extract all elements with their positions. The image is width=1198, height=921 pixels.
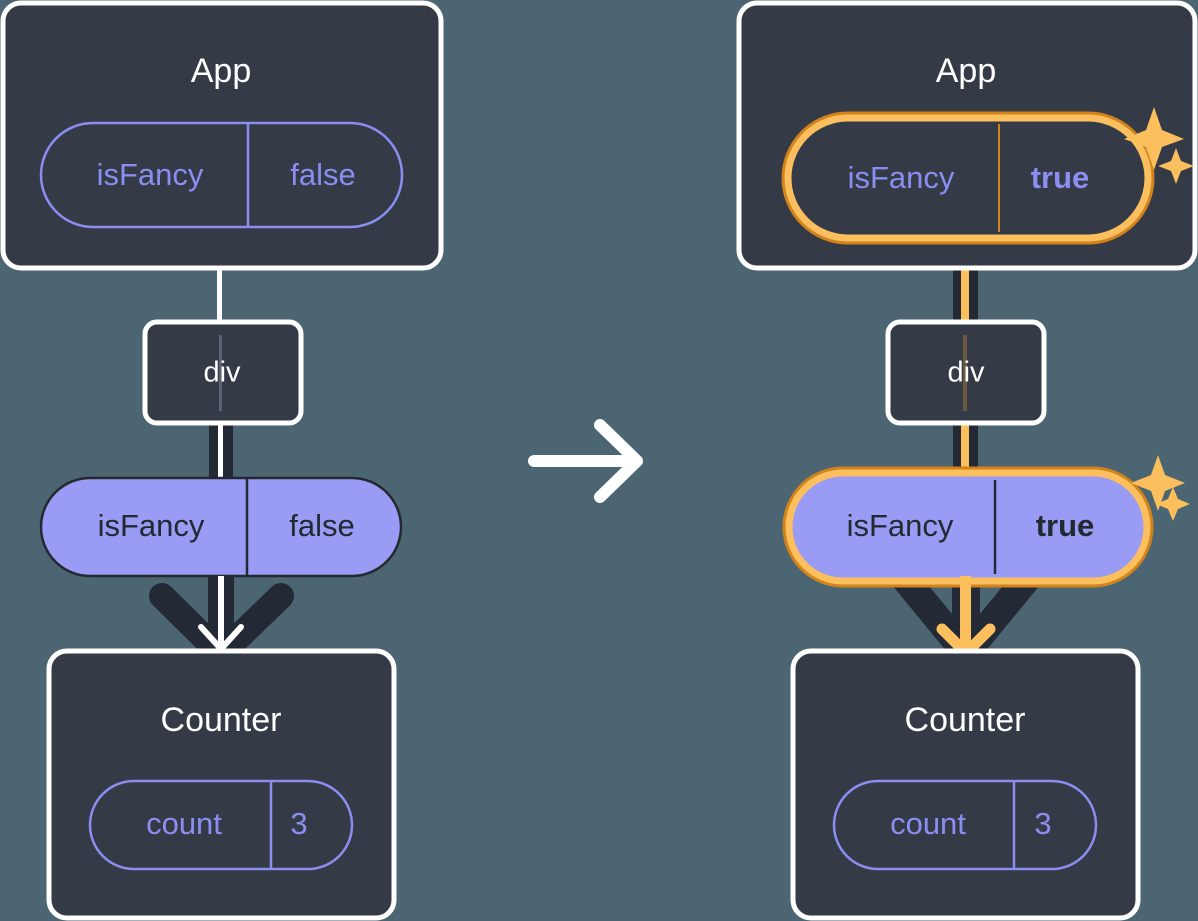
counter-box-after: Counter <box>790 648 1141 921</box>
prop-pill-name: isFancy <box>98 508 205 543</box>
counter-state-pill-name: count <box>890 806 966 841</box>
arrow-pill-to-counter-before <box>149 576 294 667</box>
counter-box-title: Counter <box>905 701 1026 739</box>
app-state-pill-name: isFancy <box>97 157 204 192</box>
counter-box-before: Counter <box>46 648 397 921</box>
app-box-title: App <box>936 52 997 90</box>
sparkle-icon-prop <box>1131 455 1190 521</box>
app-box-before: App <box>0 0 444 271</box>
app-state-pill-before: isFancy false <box>39 121 404 229</box>
counter-state-pill-value: 3 <box>1034 806 1051 841</box>
app-state-pill-value: true <box>1031 160 1090 195</box>
prop-pill-value: true <box>1036 508 1095 543</box>
counter-state-pill-after: count 3 <box>832 779 1098 871</box>
prop-pill-value: false <box>289 508 354 543</box>
connector-app-to-div-before <box>217 240 222 330</box>
transition-arrow-right-icon <box>528 419 643 503</box>
app-box-title: App <box>191 52 252 90</box>
sparkle-icon-app <box>1124 107 1194 184</box>
counter-state-pill-name: count <box>146 806 222 841</box>
app-state-pill-after: isFancy true <box>781 111 1155 245</box>
counter-box-title: Counter <box>161 701 282 739</box>
div-box-before: div <box>142 319 304 426</box>
app-state-pill-value: false <box>290 157 355 192</box>
counter-state-pill-before: count 3 <box>88 779 354 871</box>
div-box-title: div <box>947 357 985 389</box>
div-box-after: div <box>885 319 1047 426</box>
panel-after: App isFancy true div <box>736 0 1198 921</box>
prop-pill-name: isFancy <box>847 508 954 543</box>
prop-pill-before: isFancy false <box>39 476 403 578</box>
panel-before: App isFancy false div isFancy false <box>0 0 444 921</box>
div-box-title: div <box>203 357 241 389</box>
counter-state-pill-value: 3 <box>290 806 307 841</box>
app-state-pill-name: isFancy <box>848 160 955 195</box>
prop-pill-after: isFancy true <box>782 466 1154 588</box>
